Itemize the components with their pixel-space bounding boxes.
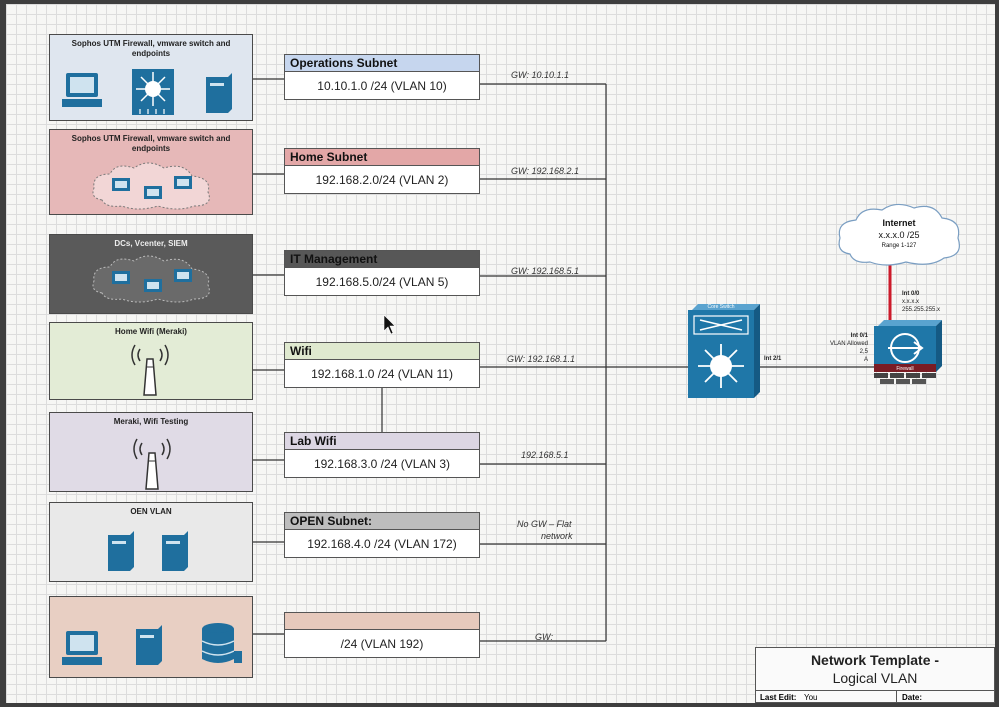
gateway-label: GW: bbox=[535, 632, 553, 642]
subnet-address: 192.168.3.0 /24 (VLAN 3) bbox=[313, 457, 451, 471]
last-edit-label: Last Edit: bbox=[760, 693, 797, 702]
group-home: Sophos UTM Firewall, vmware switch and e… bbox=[49, 129, 253, 215]
subnet-name: OPEN Subnet: bbox=[285, 513, 479, 530]
subnet-home: Home Subnet 192.168.2.0/24 (VLAN 2) bbox=[284, 148, 480, 194]
port-mask: 255.255.255.x bbox=[902, 307, 941, 313]
footer-divider bbox=[896, 691, 897, 703]
gateway-label: 192.168.5.1 bbox=[521, 450, 569, 460]
diagram-title: Network Template - bbox=[810, 652, 940, 668]
cloud-icon bbox=[92, 162, 210, 210]
subnet-lab-wifi: Lab Wifi 192.168.3.0 /24 (VLAN 3) bbox=[284, 432, 480, 478]
core-switch-icon: Core Switch bbox=[688, 304, 760, 398]
server-icon bbox=[206, 73, 232, 113]
port-name: Int 0/1 bbox=[850, 333, 868, 339]
subnet-name: Operations Subnet bbox=[285, 55, 479, 72]
subnet-address: /24 (VLAN 192) bbox=[340, 637, 424, 651]
internet-cloud: Internet x.x.x.0 /25 Range 1-127 bbox=[834, 202, 964, 268]
group-operations: Sophos UTM Firewall, vmware switch and e… bbox=[49, 34, 253, 121]
internet-range: Range 1-127 bbox=[881, 243, 917, 249]
gateway-label: GW: 192.168.1.1 bbox=[507, 354, 576, 364]
group-home-wifi: Home Wifi (Meraki) bbox=[49, 322, 253, 400]
server-icon bbox=[136, 625, 162, 665]
server-icon bbox=[108, 531, 134, 571]
subnet-address: 192.168.2.0/24 (VLAN 2) bbox=[315, 173, 449, 187]
workstation-icon bbox=[62, 631, 102, 665]
subnet-name: IT Management bbox=[285, 251, 479, 268]
group-title: Home Wifi (Meraki) bbox=[115, 327, 187, 336]
port-ip: x.x.x.x bbox=[902, 299, 920, 305]
firewall-outside-port: Int 0/0 x.x.x.x 255.255.255.x bbox=[902, 290, 940, 314]
title-block-footer: Last Edit: You Date: bbox=[756, 690, 994, 703]
port-name: Int 0/0 bbox=[902, 291, 920, 297]
subnet-address: 192.168.5.0/24 (VLAN 5) bbox=[315, 275, 449, 289]
title-block: Network Template - Logical VLAN Last Edi… bbox=[755, 647, 995, 703]
gateway-label: No GW – Flat bbox=[517, 519, 572, 529]
subnet-name: Lab Wifi bbox=[285, 433, 479, 450]
port-vlan-values: 2,5 bbox=[859, 349, 868, 355]
date-label: Date: bbox=[902, 693, 923, 702]
group-title: DCs, Vcenter, SIEM bbox=[114, 239, 188, 248]
gateway-label: network bbox=[541, 531, 573, 541]
port-suffix: A bbox=[863, 357, 868, 363]
subnet-address: 192.168.4.0 /24 (VLAN 172) bbox=[307, 537, 457, 551]
subnet-operations: Operations Subnet 10.10.1.0 /24 (VLAN 10… bbox=[284, 54, 480, 100]
gateway-label: GW: 10.10.1.1 bbox=[511, 70, 570, 80]
subnet-address: 192.168.1.0 /24 (VLAN 11) bbox=[311, 367, 453, 381]
gateway-label: GW: 192.168.2.1 bbox=[511, 166, 580, 176]
cloud-icon bbox=[92, 255, 210, 303]
internet-title: Internet bbox=[882, 218, 916, 228]
diagram-canvas: Sophos UTM Firewall, vmware switch and e… bbox=[6, 4, 995, 703]
wireless-access-point-icon bbox=[131, 344, 169, 396]
subnet-name bbox=[285, 613, 479, 630]
core-switch-port-label: Int 2/1 bbox=[764, 356, 782, 362]
switch-icon bbox=[132, 69, 174, 115]
group-title: Meraki, Wifi Testing bbox=[113, 417, 189, 426]
port-vlan-label: VLAN Allowed bbox=[829, 341, 868, 347]
group-unnamed bbox=[49, 596, 253, 678]
firewall-icon: Firewall bbox=[874, 320, 942, 384]
internet-subnet: x.x.x.0 /25 bbox=[878, 230, 920, 240]
database-icon bbox=[201, 623, 242, 663]
cursor-icon bbox=[383, 314, 396, 335]
group-it-management: DCs, Vcenter, SIEM bbox=[49, 234, 253, 314]
firewall-label: Firewall bbox=[896, 366, 913, 372]
group-lab-wifi: Meraki, Wifi Testing bbox=[49, 412, 253, 492]
group-title: OEN VLAN bbox=[130, 507, 172, 516]
firewall-inside-port: Int 0/1 VLAN Allowed 2,5 A bbox=[814, 332, 868, 364]
subnet-unnamed: /24 (VLAN 192) bbox=[284, 612, 480, 658]
subnet-name: Home Subnet bbox=[285, 149, 479, 166]
subnet-name: Wifi bbox=[285, 343, 479, 360]
server-icon bbox=[162, 531, 188, 571]
core-switch-label: Core Switch bbox=[708, 304, 735, 310]
connector-lines bbox=[253, 78, 892, 642]
subnet-it-management: IT Management 192.168.5.0/24 (VLAN 5) bbox=[284, 250, 480, 296]
last-edit-value: You bbox=[804, 693, 818, 702]
group-oen-vlan: OEN VLAN bbox=[49, 502, 253, 582]
gateway-label: GW: 192.168.5.1 bbox=[511, 266, 580, 276]
cloud-icon bbox=[838, 203, 960, 266]
group-title: Sophos UTM Firewall, vmware switch and e… bbox=[71, 134, 231, 153]
workstation-icon bbox=[62, 73, 102, 107]
subnet-address: 10.10.1.0 /24 (VLAN 10) bbox=[317, 79, 447, 93]
diagram-subtitle: Logical VLAN bbox=[832, 670, 918, 686]
subnet-wifi: Wifi 192.168.1.0 /24 (VLAN 11) bbox=[284, 342, 480, 388]
subnet-open: OPEN Subnet: 192.168.4.0 /24 (VLAN 172) bbox=[284, 512, 480, 558]
group-title: Sophos UTM Firewall, vmware switch and e… bbox=[71, 39, 231, 58]
wireless-access-point-icon bbox=[133, 438, 171, 490]
